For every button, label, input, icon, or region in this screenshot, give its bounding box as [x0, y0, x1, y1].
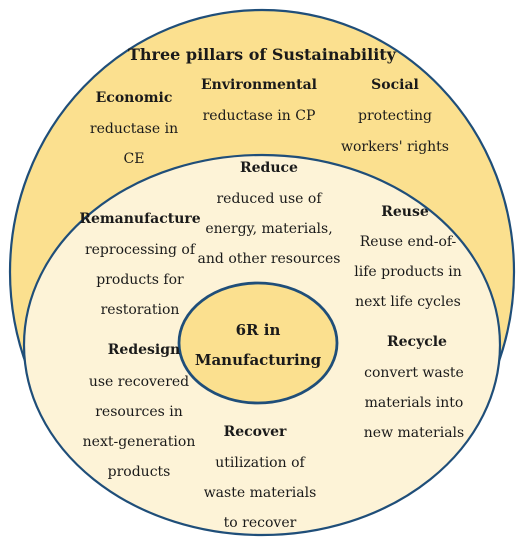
center-label-line: 6R in	[236, 321, 281, 339]
recover-heading: Recover	[224, 424, 287, 440]
pillar-environmental-heading: Environmental	[201, 77, 317, 93]
pillar-economic-line: reductase in	[90, 121, 178, 137]
recover-line: to recover	[224, 515, 297, 531]
diagram-title: Three pillars of Sustainability	[128, 45, 397, 64]
recycle-line: convert waste	[364, 365, 464, 381]
redesign-line: products	[108, 464, 171, 480]
inner-ellipse-center	[177, 281, 339, 405]
remanufacture-line: restoration	[101, 302, 180, 318]
pillar-economic-heading: Economic	[96, 90, 173, 106]
pillar-economic-line: CE	[124, 151, 145, 167]
recover-line: utilization of	[215, 455, 306, 471]
pillar-social-line: workers' rights	[341, 139, 449, 155]
reuse-line: Reuse end-of-	[360, 234, 457, 250]
redesign-heading: Redesign	[108, 342, 180, 358]
recycle-heading: Recycle	[387, 334, 447, 350]
reuse-line: next life cycles	[355, 294, 461, 310]
reduce-line: reduced use of	[216, 191, 323, 207]
reduce-heading: Reduce	[240, 160, 298, 176]
reuse-heading: Reuse	[381, 204, 429, 220]
remanufacture-line: products for	[96, 272, 184, 288]
reuse-line: life products in	[354, 264, 462, 280]
pillar-social-heading: Social	[371, 77, 419, 93]
recycle-line: materials into	[365, 395, 464, 411]
reduce-line: and other resources	[198, 251, 341, 267]
redesign-line: resources in	[95, 404, 183, 420]
redesign-line: use recovered	[89, 374, 189, 390]
remanufacture-line: reprocessing of	[85, 242, 197, 258]
reduce-line: energy, materials,	[205, 221, 332, 237]
pillar-environmental-line: reductase in CP	[203, 108, 316, 124]
center-label-line: Manufacturing	[195, 351, 322, 369]
pillar-social-line: protecting	[358, 108, 432, 124]
redesign-line: next-generation	[83, 434, 196, 450]
remanufacture-heading: Remanufacture	[79, 211, 200, 227]
recover-line: waste materials	[204, 485, 317, 501]
recycle-line: new materials	[364, 425, 464, 441]
